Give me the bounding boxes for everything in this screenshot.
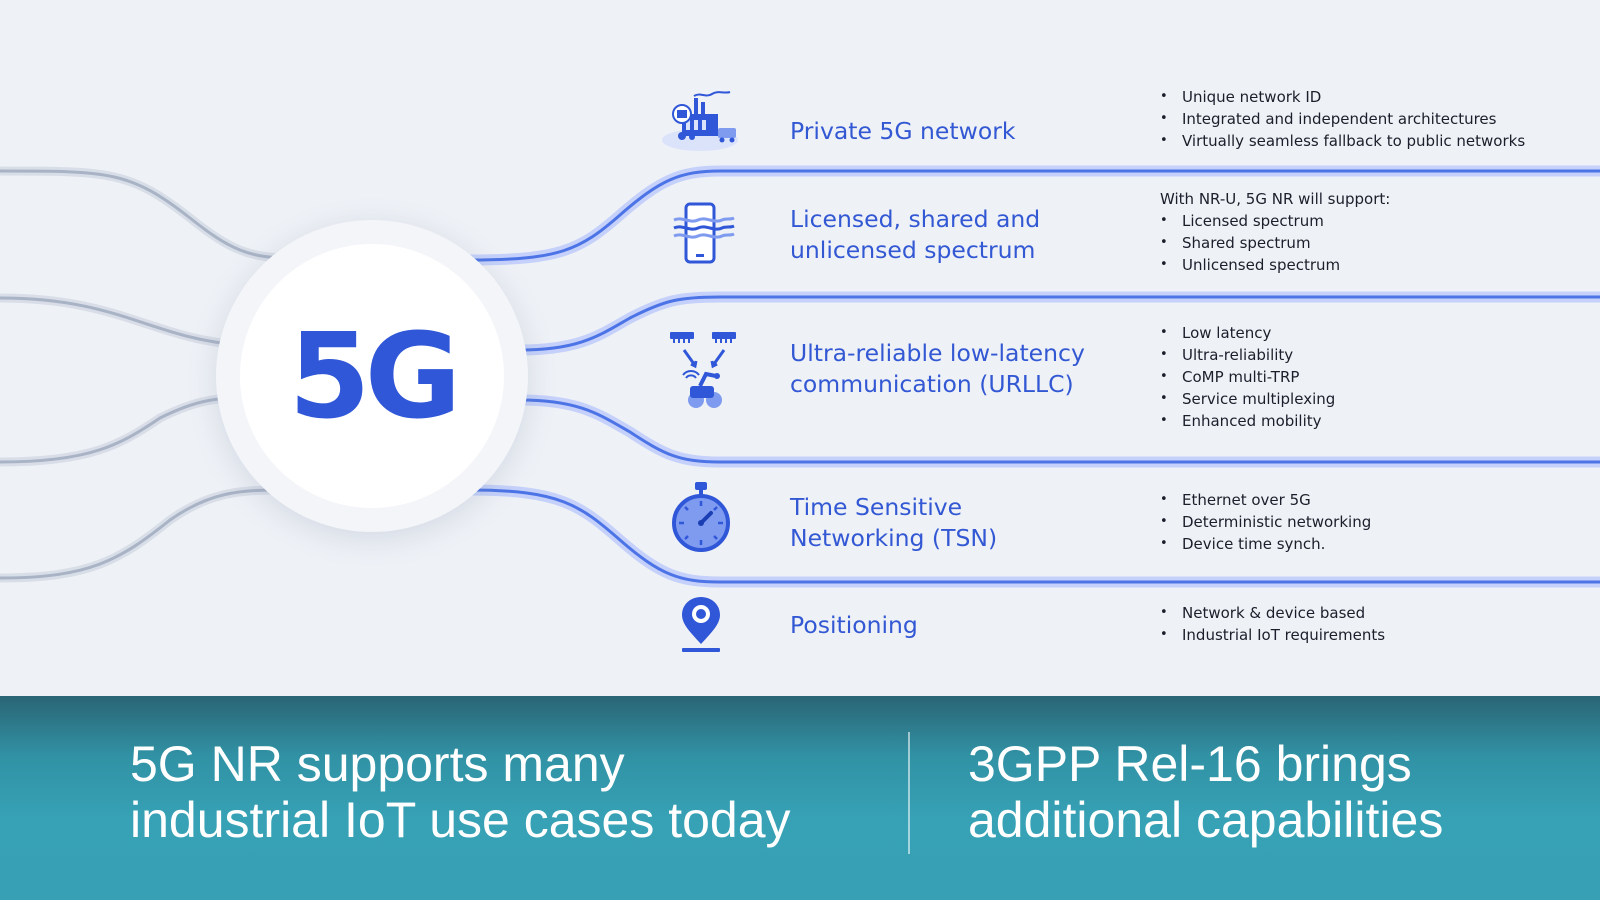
blue-line-2	[518, 295, 1600, 352]
bullet-item: Device time synch.	[1160, 533, 1580, 555]
feature-title: Time Sensitive Networking (TSN)	[790, 493, 998, 552]
gray-line-2	[0, 293, 245, 350]
diagram-area: 5G	[0, 0, 1600, 696]
feature-title: Positioning	[790, 611, 918, 639]
bullet-item: Ethernet over 5G	[1160, 489, 1580, 511]
feature-row-positioning: Positioning Network & device based Indus…	[660, 596, 1580, 666]
bullet-item: Enhanced mobility	[1160, 410, 1580, 432]
bullet-item: Unlicensed spectrum	[1160, 254, 1580, 276]
banner-divider	[908, 732, 910, 854]
feature-row-spectrum: Licensed, shared and unlicensed spectrum…	[660, 190, 1580, 286]
robot-arm-icon	[660, 328, 740, 408]
connector-lines	[0, 165, 1600, 588]
gray-line-4-core	[0, 488, 282, 580]
feature-details: Unique network ID Integrated and indepen…	[1160, 86, 1580, 152]
bullet-item: Shared spectrum	[1160, 232, 1580, 254]
bullet-item: Virtually seamless fallback to public ne…	[1160, 130, 1580, 152]
bullet-item: CoMP multi-TRP	[1160, 366, 1580, 388]
feature-title: Licensed, shared and unlicensed spectrum	[790, 205, 1041, 264]
bullet-item: Network & device based	[1160, 602, 1580, 624]
feature-details: With NR-U, 5G NR will support: Licensed …	[1160, 188, 1580, 276]
gray-line-1-core	[0, 169, 292, 260]
banner-right-message: 3GPP Rel-16 brings additional capabiliti…	[968, 736, 1444, 848]
location-pin-icon	[660, 594, 740, 674]
bottom-banner: 5G NR supports many industrial IoT use c…	[0, 696, 1600, 900]
feature-row-urllc: Ultra-reliable low-latency communication…	[660, 322, 1580, 432]
details-intro: With NR-U, 5G NR will support:	[1160, 190, 1391, 208]
bullet-list: Low latency Ultra-reliability CoMP multi…	[1160, 322, 1580, 432]
stopwatch-icon	[660, 480, 740, 560]
5g-hub: 5G	[216, 220, 528, 532]
bullet-item: Industrial IoT requirements	[1160, 624, 1580, 646]
feature-title: Ultra-reliable low-latency communication…	[790, 339, 1085, 398]
gray-line-4	[0, 485, 285, 583]
bullet-list: Licensed spectrum Shared spectrum Unlice…	[1160, 210, 1580, 276]
feature-row-private-network: Private 5G network Unique network ID Int…	[660, 84, 1580, 164]
feature-row-tsn: Time Sensitive Networking (TSN) Ethernet…	[660, 480, 1580, 560]
bullet-item: Deterministic networking	[1160, 511, 1580, 533]
smartphone-signal-icon	[660, 196, 740, 276]
gray-line-1	[0, 166, 295, 263]
bullet-item: Unique network ID	[1160, 86, 1580, 108]
bullet-item: Integrated and independent architectures	[1160, 108, 1580, 130]
5g-hub-inner: 5G	[240, 244, 504, 508]
factory-icon	[660, 84, 740, 164]
bullet-item: Licensed spectrum	[1160, 210, 1580, 232]
5g-hub-label: 5G	[288, 307, 462, 445]
feature-title: Private 5G network	[790, 117, 1016, 145]
bullet-item: Service multiplexing	[1160, 388, 1580, 410]
gray-line-2-core	[0, 296, 242, 347]
blue-line-3	[518, 398, 1600, 464]
bullet-item: Low latency	[1160, 322, 1580, 344]
banner-left-message: 5G NR supports many industrial IoT use c…	[130, 736, 791, 848]
blue-line-4	[468, 488, 1600, 584]
gray-line-3-core	[0, 396, 252, 464]
bullet-item: Ultra-reliability	[1160, 344, 1580, 366]
blue-line-1	[468, 169, 1600, 262]
bullet-list: Unique network ID Integrated and indepen…	[1160, 86, 1580, 152]
feature-details: Low latency Ultra-reliability CoMP multi…	[1160, 322, 1580, 432]
gray-line-3	[0, 393, 255, 467]
bullet-list: Network & device based Industrial IoT re…	[1160, 602, 1580, 646]
bullet-list: Ethernet over 5G Deterministic networkin…	[1160, 489, 1580, 555]
feature-details: Network & device based Industrial IoT re…	[1160, 602, 1580, 646]
feature-details: Ethernet over 5G Deterministic networkin…	[1160, 489, 1580, 555]
